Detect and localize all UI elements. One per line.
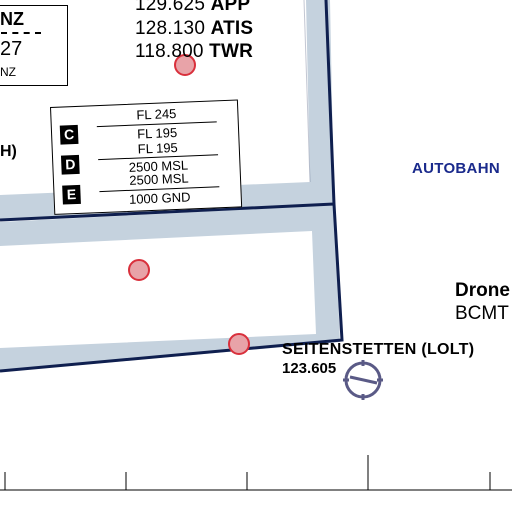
frequency-twr: 118.800 TWR [135, 41, 253, 63]
grid-ruler [0, 455, 512, 491]
lower-airspace-band [0, 205, 340, 372]
airport-info-box: NZ 27 NZ [0, 5, 68, 86]
frequency-name: APP [210, 0, 251, 15]
class-e-lower: 1000 GND [128, 189, 191, 207]
reporting-point-icon[interactable] [128, 259, 150, 281]
reporting-point-icon[interactable] [228, 333, 250, 355]
reporting-point-icon[interactable] [174, 54, 196, 76]
airspace-class-box: C FL 245 FL 195 D FL 195 2500 MSL E 2500… [50, 99, 243, 215]
frequency-value: 128.130 [135, 18, 206, 39]
autobahn-label: AUTOBAHN [412, 160, 500, 177]
airspace-boundary [0, 0, 344, 373]
airfield-icon[interactable] [343, 360, 383, 400]
airspace-boundary-inner [303, 0, 311, 183]
frequency-atis: 128.130 ATIS [135, 18, 253, 40]
class-e-badge: E [62, 184, 81, 205]
airport-info-dash [1, 32, 41, 34]
frequency-app: 129.625 APP [135, 0, 250, 16]
drone-label-code: BCMT [455, 303, 509, 324]
airfield-name[interactable]: SEITENSTETTEN (LOLT) [282, 341, 475, 358]
airport-info-line1: NZ [0, 9, 24, 29]
class-c-upper: FL 245 [136, 105, 177, 123]
upper-airspace-band [0, 0, 334, 220]
airport-info-line3: NZ [0, 65, 16, 79]
frequency-name: ATIS [210, 18, 254, 39]
frequency-name: TWR [209, 41, 254, 62]
airfield-frequency: 123.605 [282, 360, 337, 377]
frequency-value: 118.800 [135, 41, 204, 62]
airport-info-line2: 27 [0, 38, 23, 60]
class-d-badge: D [60, 154, 80, 175]
left-label-fragment: H) [0, 143, 17, 160]
drone-label: Drone [455, 280, 510, 301]
class-e-upper: 2500 MSL [129, 170, 189, 188]
class-c-badge: C [59, 124, 79, 145]
frequency-value: 129.625 [135, 0, 206, 15]
